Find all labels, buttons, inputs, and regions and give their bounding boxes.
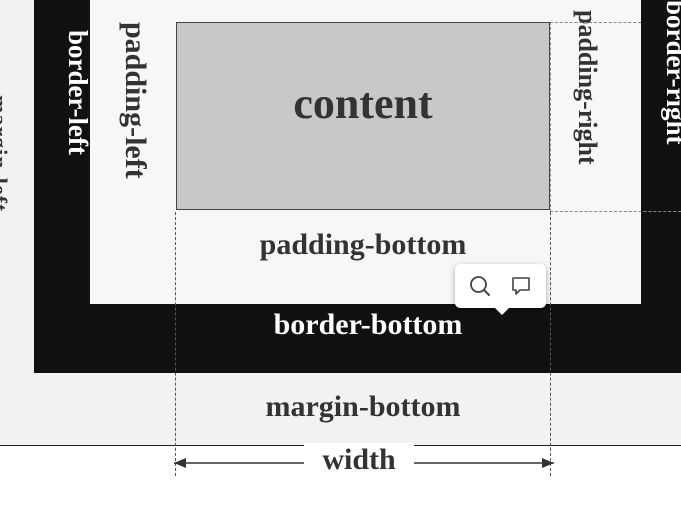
content-label: content	[293, 79, 433, 128]
margin-left-label: margin-left	[0, 95, 12, 213]
border-right-label: border-right	[661, 0, 681, 145]
width-label: width	[304, 443, 414, 477]
content-guide-bottom	[550, 211, 681, 212]
padding-right-label: padding-right	[573, 10, 602, 165]
comment-icon	[512, 277, 530, 295]
content-guide-top	[550, 22, 641, 23]
margin-bottom-label: margin-bottom	[265, 390, 461, 423]
comment-button[interactable]	[504, 270, 538, 302]
padding-bottom-label: padding-bottom	[259, 228, 467, 261]
toolbar-pointer	[494, 307, 510, 315]
search-icon	[470, 276, 490, 296]
content-box	[176, 22, 550, 210]
border-bottom-label: border-bottom	[273, 308, 463, 341]
search-button[interactable]	[463, 270, 497, 302]
floating-toolbar	[455, 264, 546, 308]
padding-left-label: padding-left	[119, 22, 152, 179]
content-guide-right	[550, 22, 551, 212]
width-guide-left	[175, 212, 176, 476]
border-left-label: border-left	[63, 30, 93, 155]
width-guide-right	[550, 212, 551, 476]
